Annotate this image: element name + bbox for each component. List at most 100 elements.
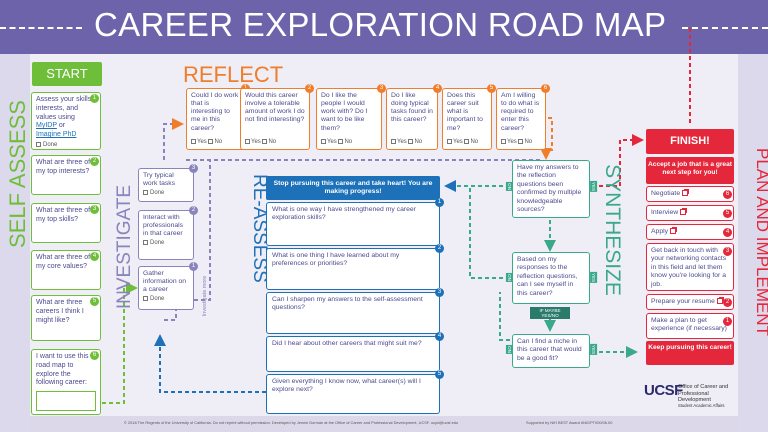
imagine-phd-link[interactable]: Imagine PhD — [36, 131, 77, 138]
office-subtitle: Student Academic Affairs — [678, 403, 725, 408]
external-link-icon[interactable] — [680, 208, 688, 216]
reflect-question: Does this career suit what is important … — [447, 92, 483, 132]
step-number-badge: 1 — [435, 198, 444, 207]
investigate-card-3[interactable]: 3 Try typical work tasks Done — [138, 164, 198, 202]
yes-checkbox[interactable] — [447, 138, 452, 144]
self-assess-step-3[interactable]: 3 What are three of my top skills? — [31, 203, 101, 243]
footer-bar — [30, 416, 738, 432]
section-label-investigate: INVESTIGATE — [114, 184, 135, 310]
self-assess-step-6[interactable]: 6 I want to use this road map to explore… — [31, 349, 101, 415]
investigate-card-2[interactable]: 2 Interact with professionals in that ca… — [138, 206, 198, 260]
no-label: No — [470, 138, 479, 145]
finish-keep-pursuing: Keep pursuing this career! — [646, 341, 734, 365]
reflect-card-1[interactable]: 1 Could I do work that is interesting to… — [186, 84, 250, 150]
no-checkbox[interactable] — [408, 138, 414, 144]
done-checkbox[interactable]: Done — [143, 190, 189, 197]
section-label-self-assess: SELF ASSESS — [5, 100, 30, 248]
step-number-badge: 2 — [189, 206, 198, 215]
done-checkbox[interactable]: Done — [143, 296, 189, 303]
plan-step-text[interactable]: Interview — [651, 209, 679, 216]
external-link-icon[interactable] — [716, 297, 724, 305]
header-dashed-line-left — [0, 27, 82, 29]
reassess-question-5[interactable]: 5 Given everything I know now, what care… — [266, 370, 444, 414]
finish-button[interactable]: FINISH! — [646, 129, 734, 154]
yes-no-checkboxes[interactable]: Yes No — [501, 138, 533, 146]
self-assess-step-4[interactable]: 4 What are three of my core values? — [31, 250, 101, 290]
no-label: No — [524, 138, 533, 145]
external-link-icon[interactable] — [682, 189, 690, 197]
plan-step-text[interactable]: Prepare your resume — [651, 298, 715, 305]
yes-checkbox[interactable] — [245, 138, 250, 144]
reassess-question-4[interactable]: 4 Did I hear about other careers that mi… — [266, 332, 444, 372]
self-assess-step-1[interactable]: 1 Assess your skills, interests, and val… — [31, 92, 101, 150]
checkbox-icon[interactable] — [143, 190, 148, 196]
reassess-question-1[interactable]: 1 What is one way I have strengthened my… — [266, 198, 444, 246]
yes-no-checkboxes[interactable]: Yes No — [245, 138, 276, 146]
reflect-card-3[interactable]: 3 Do I like the people I would work with… — [316, 84, 386, 150]
no-checkbox[interactable] — [262, 138, 268, 144]
no-checkbox[interactable] — [464, 138, 470, 144]
right-band — [738, 54, 768, 432]
yes-no-checkboxes[interactable]: Yes No — [391, 138, 423, 146]
synthesize-card-2[interactable]: Based on my responses to the reflection … — [512, 252, 590, 304]
reassess-text: Can I sharpen my answers to the self-ass… — [272, 296, 423, 312]
checkbox-icon[interactable] — [143, 296, 148, 302]
reassess-text: What is one thing I have learned about m… — [272, 252, 400, 268]
self-assess-step-2[interactable]: 2 What are three of my top interests? — [31, 155, 101, 195]
yes-label: Yes — [397, 138, 407, 145]
step-number-badge: 3 — [377, 84, 386, 93]
career-input-field[interactable] — [36, 391, 96, 411]
yes-checkbox[interactable] — [391, 138, 396, 144]
yes-no-checkboxes[interactable]: Yes No — [447, 138, 479, 146]
yes-no-checkboxes[interactable]: Yes No — [191, 138, 222, 146]
myidp-link[interactable]: MyIDP — [36, 122, 57, 130]
reassess-question-2[interactable]: 2 What is one thing I have learned about… — [266, 244, 444, 290]
done-label: Done — [150, 240, 165, 247]
plan-step-5[interactable]: 5 Interview — [646, 205, 734, 221]
yes-checkbox[interactable] — [321, 138, 326, 144]
done-label: Done — [43, 141, 58, 148]
section-label-reflect: REFLECT — [183, 62, 284, 87]
reflect-question: Am I willing to do what is required to e… — [501, 92, 540, 132]
no-checkbox[interactable] — [208, 138, 214, 144]
synthesize-card-3[interactable]: Can I find a niche in this career that w… — [512, 334, 590, 368]
yes-checkbox[interactable] — [501, 138, 506, 144]
yes-tag-3: YES — [590, 343, 598, 356]
yes-no-checkboxes[interactable]: Yes No — [321, 138, 352, 146]
footer-award: Supported by NIH BEST Award #NIGPT000/06… — [526, 420, 613, 425]
plan-step-text[interactable]: Make a plan to get experience (if necess… — [651, 317, 727, 333]
no-checkbox[interactable] — [518, 138, 524, 144]
synthesize-card-1[interactable]: Have my answers to the reflection questi… — [512, 160, 590, 218]
plan-step-4[interactable]: 4 Apply — [646, 224, 734, 240]
checkbox-icon[interactable] — [36, 141, 41, 147]
checkbox-icon[interactable] — [143, 240, 148, 246]
reflect-card-4[interactable]: 4 Do I like doing typical tasks found in… — [386, 84, 442, 150]
step-number-badge: 1 — [189, 262, 198, 271]
reassess-header: Stop pursuing this career and take heart… — [266, 176, 440, 200]
yes-checkbox[interactable] — [191, 138, 196, 144]
plan-step-3[interactable]: 3 Get back in touch with your networking… — [646, 243, 734, 291]
no-label: No — [414, 138, 423, 145]
step-number-badge: 4 — [435, 332, 444, 341]
reflect-card-5[interactable]: 5 Does this career suit what is importan… — [442, 84, 496, 150]
done-checkbox[interactable]: Done — [36, 141, 96, 150]
plan-step-text[interactable]: Negotiate — [651, 190, 681, 197]
reflect-card-6[interactable]: 6 Am I willing to do what is required to… — [496, 84, 550, 150]
step-number-badge: 6 — [723, 190, 732, 199]
plan-step-1[interactable]: 1 Make a plan to get experience (if nece… — [646, 313, 734, 339]
no-checkbox[interactable] — [338, 138, 344, 144]
step-number-badge: 2 — [723, 298, 732, 307]
reflect-question: Do I like the people I would work with? … — [321, 92, 368, 132]
plan-step-text[interactable]: Apply — [651, 228, 669, 235]
self-assess-step-5[interactable]: 5 What are three careers I think I might… — [31, 295, 101, 341]
investigate-card-1[interactable]: 1 Gather information on a career Done — [138, 262, 198, 310]
start-button[interactable]: START — [32, 62, 102, 86]
plan-step-2[interactable]: 2 Prepare your resume — [646, 294, 734, 310]
step-number-badge: 2 — [305, 84, 314, 93]
done-checkbox[interactable]: Done — [143, 240, 189, 247]
external-link-icon[interactable] — [670, 227, 678, 235]
yes-tag-2: YES — [590, 271, 598, 284]
reassess-question-3[interactable]: 3 Can I sharpen my answers to the self-a… — [266, 288, 444, 334]
reflect-card-2[interactable]: 2 Would this career involve a tolerable … — [240, 84, 314, 150]
plan-step-6[interactable]: 6 Negotiate — [646, 186, 734, 202]
